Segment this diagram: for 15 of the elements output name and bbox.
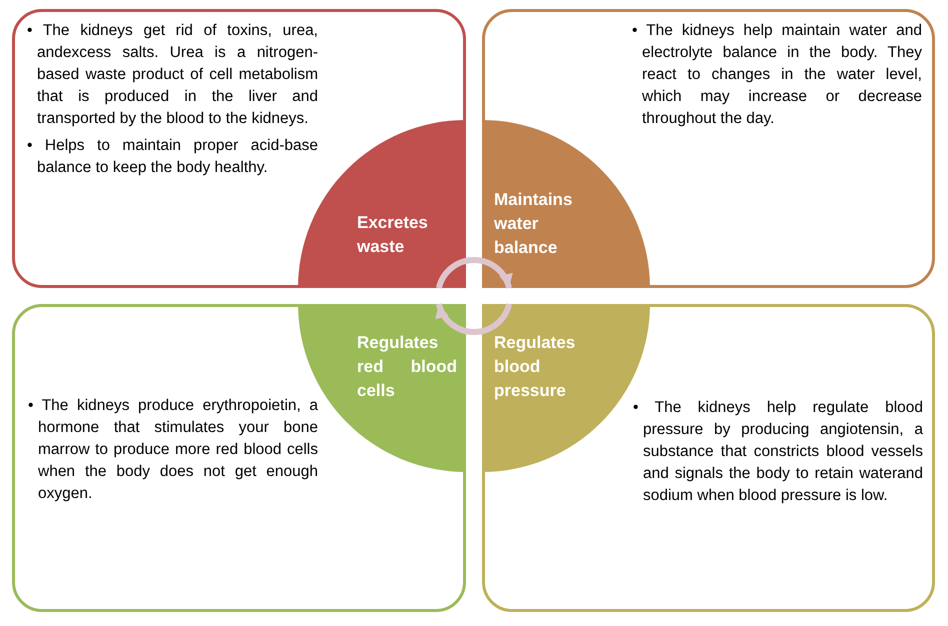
bullet-text: • The kidneys get rid of toxins, urea, andexcess salts. Urea is a nitrogen-based waste product of cell metabolism that is produced in the liver and transported by the blood to the kidneys. bbox=[27, 21, 318, 129]
bullet-text: • The kidneys help maintain water and electrolyte balance in the body. They react to changes in the water level, which may increase or decrease throughout the day. bbox=[632, 21, 922, 129]
rounded-panel bbox=[12, 304, 466, 612]
segment-label: Maintains water balance bbox=[494, 189, 574, 259]
bullet-text: • The kidneys produce erythropoietin, a hormone that stimulates your bone marrow to produce more red blood cells when the body does not get enough oxygen. bbox=[28, 396, 318, 504]
segment-label: Excretes waste bbox=[357, 212, 429, 258]
bullet-text: • Helps to maintain proper acid-base balance to keep the body healthy. bbox=[27, 136, 318, 178]
segment-label: Regulates blood pressure bbox=[494, 332, 576, 402]
curved-arrow bbox=[436, 303, 512, 335]
rounded-panel bbox=[482, 304, 935, 612]
rounded-panel bbox=[12, 9, 466, 288]
bullet-text: • The kidneys help regulate blood pressure by producing angiotensin, a substance that constricts blood vessels and signals the body to retain waterand sodium when blood pressure is low. bbox=[633, 398, 923, 506]
curved-arrow bbox=[436, 257, 512, 289]
segment-label: Regulates red blood cells bbox=[357, 332, 457, 402]
rounded-panel bbox=[482, 9, 935, 288]
